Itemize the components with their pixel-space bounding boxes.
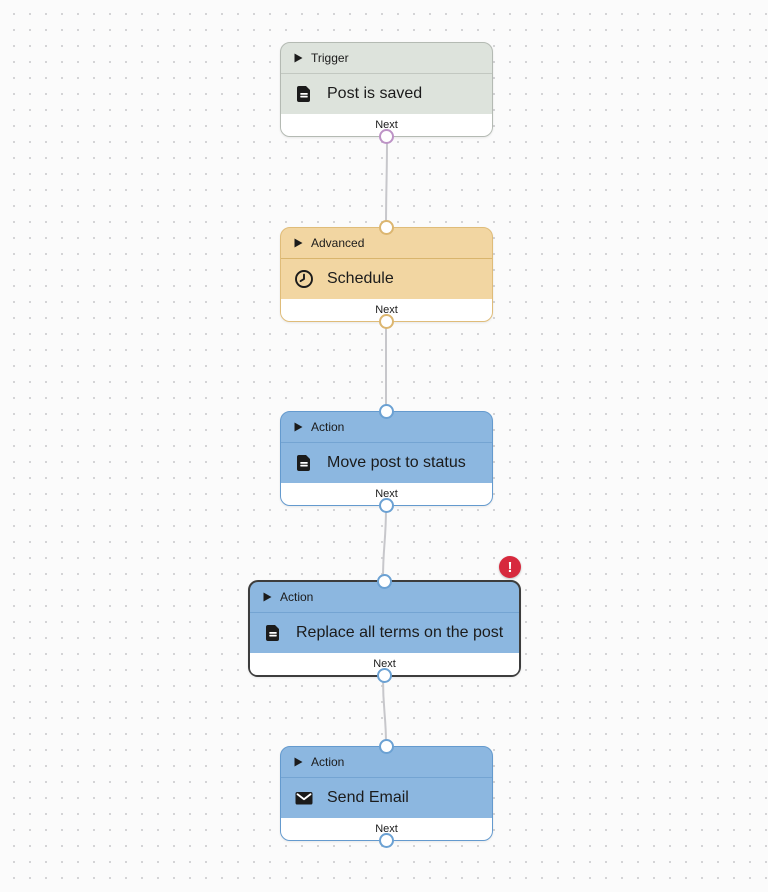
collapse-triangle-icon xyxy=(294,238,303,248)
node-header[interactable]: Advanced xyxy=(281,228,492,259)
node-body[interactable]: Move post to status xyxy=(281,443,492,483)
node-title: Post is saved xyxy=(327,85,423,102)
node-footer: Next xyxy=(281,114,492,136)
node-body[interactable]: Schedule xyxy=(281,259,492,299)
output-port[interactable] xyxy=(379,129,394,144)
collapse-triangle-icon xyxy=(294,757,303,767)
next-label: Next xyxy=(375,823,398,835)
node-category-label: Trigger xyxy=(311,51,349,65)
node-body[interactable]: Send Email xyxy=(281,778,492,818)
node-action-replace-all-terms[interactable]: Action Replace all terms on the post Nex… xyxy=(248,556,521,683)
node-footer: Next xyxy=(281,299,492,321)
input-port[interactable] xyxy=(377,574,392,589)
node-title: Replace all terms on the post xyxy=(296,624,504,641)
node-title: Schedule xyxy=(327,270,394,287)
node-category-label: Advanced xyxy=(311,236,365,250)
node-action-move-post-to-status[interactable]: Action Move post to status Next xyxy=(280,404,493,513)
node-action-send-email[interactable]: Action Send Email Next xyxy=(280,739,493,848)
next-label: Next xyxy=(375,304,398,316)
document-icon xyxy=(294,84,314,104)
next-label: Next xyxy=(375,119,398,131)
node-advanced-schedule[interactable]: Advanced Schedule Next xyxy=(280,220,493,329)
node-header[interactable]: Action xyxy=(281,412,492,443)
next-label: Next xyxy=(375,488,398,500)
document-icon xyxy=(294,453,314,473)
node-title: Move post to status xyxy=(327,454,466,471)
envelope-icon xyxy=(294,788,314,808)
input-port[interactable] xyxy=(379,739,394,754)
node-category-label: Action xyxy=(280,590,314,604)
next-label: Next xyxy=(373,658,396,670)
node-body[interactable]: Replace all terms on the post xyxy=(250,613,519,653)
node-title: Send Email xyxy=(327,789,409,806)
node-header[interactable]: Action xyxy=(281,747,492,778)
error-badge-icon[interactable]: ! xyxy=(499,556,521,578)
connector-action1-to-action2 xyxy=(382,506,387,580)
collapse-triangle-icon xyxy=(263,592,272,602)
collapse-triangle-icon xyxy=(294,53,303,63)
output-port[interactable] xyxy=(379,833,394,848)
connector-trigger-to-advanced xyxy=(385,139,388,228)
input-port[interactable] xyxy=(379,404,394,419)
connector-action2-to-action3 xyxy=(382,677,387,746)
document-icon xyxy=(263,623,283,643)
node-footer: Next xyxy=(250,653,519,675)
output-port[interactable] xyxy=(379,314,394,329)
output-port[interactable] xyxy=(377,668,392,683)
node-header[interactable]: Trigger xyxy=(281,43,492,74)
node-category-label: Action xyxy=(311,420,345,434)
node-footer: Next xyxy=(281,818,492,840)
clock-icon xyxy=(294,269,314,289)
input-port[interactable] xyxy=(379,220,394,235)
node-header[interactable]: Action xyxy=(250,582,519,613)
node-category-label: Action xyxy=(311,755,345,769)
node-footer: Next xyxy=(281,483,492,505)
node-body[interactable]: Post is saved xyxy=(281,74,492,114)
collapse-triangle-icon xyxy=(294,422,303,432)
output-port[interactable] xyxy=(379,498,394,513)
node-trigger-post-is-saved[interactable]: Trigger Post is saved Next xyxy=(280,42,493,144)
